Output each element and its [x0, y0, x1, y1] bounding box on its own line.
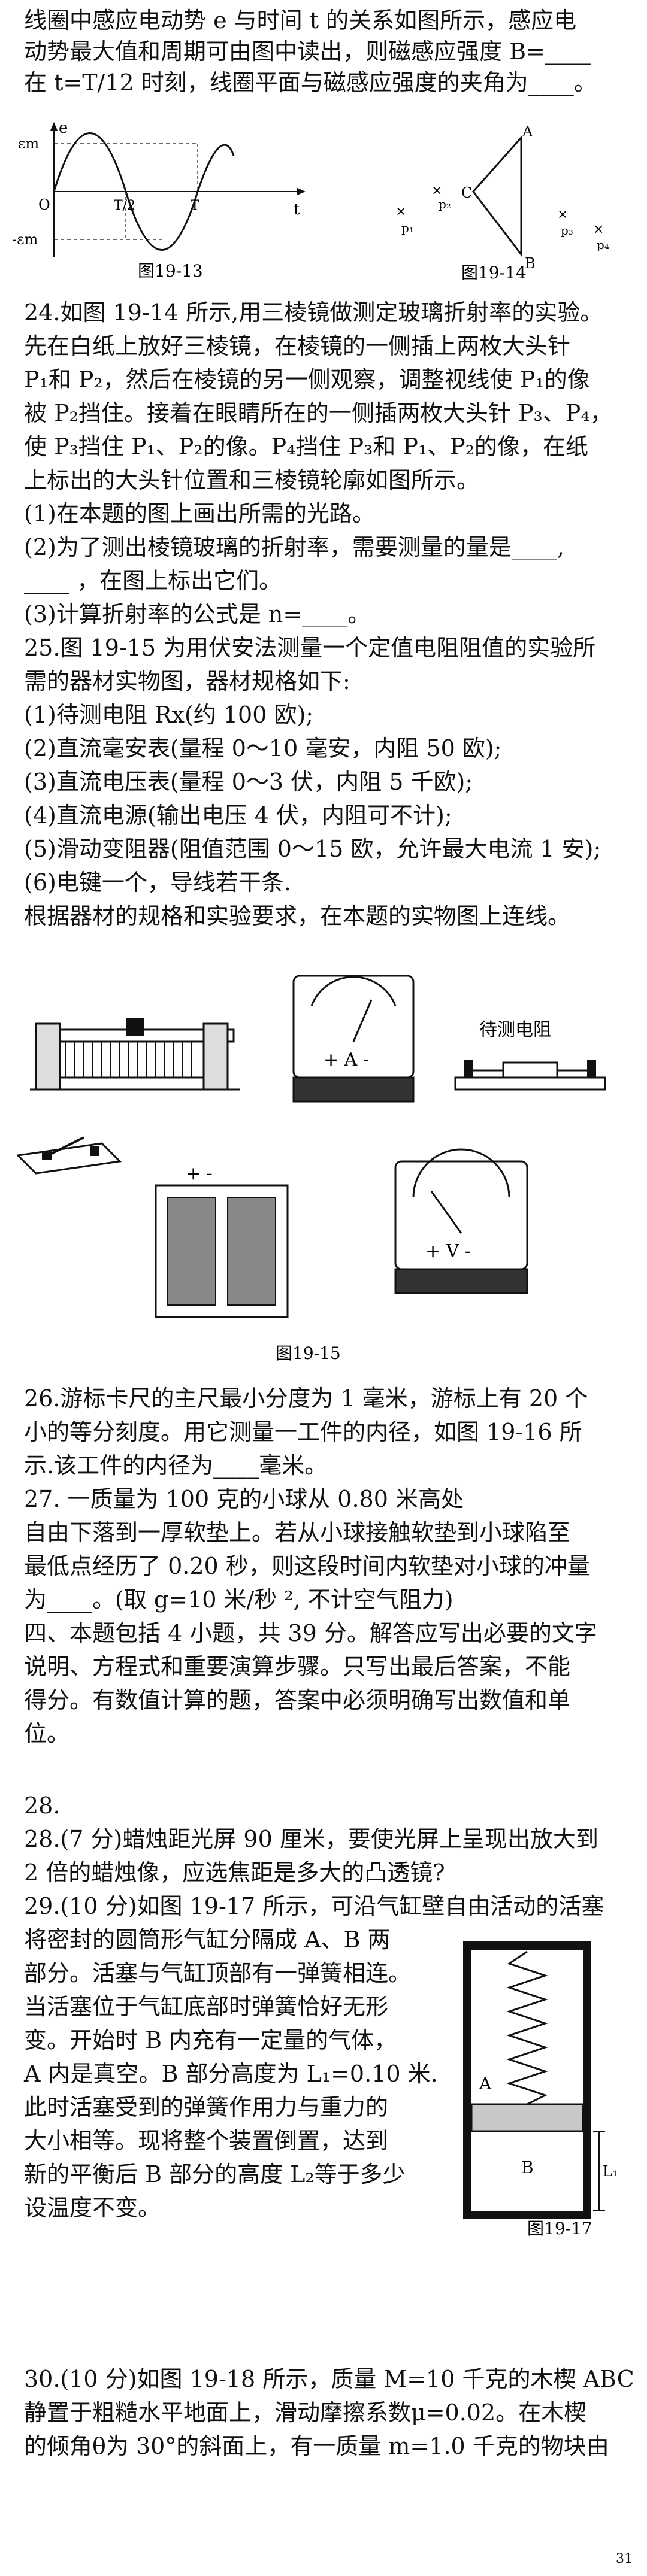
text-line: 28.(7 分)蜡烛距光屏 90 厘米，要使光屏上呈现出放大到 — [24, 1826, 598, 1852]
text-line: 小的等分刻度。用它测量一工件的内径，如图 19-16 所 — [24, 1419, 582, 1445]
pin-mark-1: × — [395, 204, 406, 219]
pin-label-p4: p₄ — [597, 238, 609, 252]
text-line: (1)在本题的图上画出所需的光路。 — [24, 500, 375, 527]
figure-19-17: A B L₁ 图19-17 — [463, 1941, 618, 2238]
resistor-label: 待测电阻 — [479, 1020, 551, 1040]
text-line: 部分。活塞与气缸顶部有一弹簧相连。 — [24, 1960, 412, 1986]
text-line: (2)为了测出棱镜玻璃的折射率，需要测量的量是____, — [24, 534, 564, 560]
ammeter: + A - — [292, 975, 415, 1103]
text-line: ____ ，在图上标出它们。 — [24, 568, 282, 594]
axis-label-e: e — [59, 120, 68, 137]
text-line: (1)待测电阻 Rx(约 100 欧); — [24, 702, 314, 728]
text-line: P₁和 P₂，然后在棱镜的另一侧观察，调整视线使 P₁的像 — [24, 366, 590, 393]
text-line: (2)直流毫安表(量程 0～10 毫安，内阻 50 欧); — [24, 735, 502, 761]
text-line: 上标出的大头针位置和三棱镜轮廓如图所示。 — [24, 467, 480, 493]
text-line: 24.如图 19-14 所示,用三棱镜做测定玻璃折射率的实验。 — [24, 299, 603, 326]
text-line: 2 倍的蜡烛像，应选焦距是多大的凸透镜? — [24, 1859, 445, 1886]
label-em: εm — [18, 135, 39, 152]
text-line: 先在白纸上放好三棱镜，在棱镜的一侧插上两枚大头针 — [24, 333, 571, 359]
pin-mark-4: × — [593, 222, 604, 237]
text-line: (5)滑动变阻器(阻值范围 0～15 欧，允许最大电流 1 安); — [24, 836, 601, 862]
text-line: 示.该工件的内径为____毫米。 — [24, 1452, 328, 1479]
label-b: B — [521, 2158, 534, 2177]
text-line: 根据器材的规格和实验要求，在本题的实物图上连线。 — [24, 903, 571, 929]
label-l1: L₁ — [603, 2163, 618, 2180]
label-t-half: T/2 — [114, 198, 135, 213]
text-line: (6)电键一个，导线若干条. — [24, 869, 291, 896]
text-line: 设温度不变。 — [24, 2195, 161, 2221]
battery: + - — [155, 1163, 289, 1318]
text-line: 27. 一质量为 100 克的小球从 0.80 米高处 — [24, 1486, 464, 1512]
text-line: 的倾角θ为 30°的斜面上，有一质量 m=1.0 千克的物块由 — [24, 2433, 609, 2459]
text-line: 四、本题包括 4 小题，共 39 分。解答应写出必要的文字 — [24, 1620, 597, 1646]
resistor-under-test: 待测电阻 — [454, 1020, 606, 1091]
voltmeter: + V - — [394, 1148, 528, 1294]
figure-19-15: + A - 待测电阻 + - — [16, 975, 606, 1363]
text-line: 最低点经历了 0.20 秒，则这段时间内软垫对小球的冲量 — [24, 1553, 590, 1579]
text-line: (4)直流电源(输出电压 4 伏，内阻可不计); — [24, 802, 452, 829]
text-line: 30.(10 分)如图 19-18 所示，质量 M=10 千克的木楔 ABC — [24, 2366, 634, 2392]
text-line: 静置于粗糙水平地面上，滑动摩擦系数μ=0.02。在木楔 — [24, 2399, 587, 2426]
text-line: 新的平衡后 B 部分的高度 L₂等于多少 — [24, 2161, 406, 2187]
pin-mark-2: × — [431, 183, 442, 198]
text-line: 25.图 19-15 为用伏安法测量一个定值电阻阻值的实验所 — [24, 635, 596, 661]
text-line: 29.(10 分)如图 19-17 所示，可沿气缸壁自由活动的活塞 — [24, 1893, 604, 1919]
caption-19-13: 图19-13 — [138, 261, 203, 281]
text-line: 得分。有数值计算的题，答案中必须明确写出数值和单 — [24, 1687, 571, 1713]
text-line: 位。 — [24, 1721, 70, 1747]
text-line: 在 t=T/12 时刻，线圈平面与磁感应强度的夹角为____。 — [24, 69, 597, 96]
text-line: 使 P₃挡住 P₁、P₂的像。P₄挡住 P₃和 P₁、P₂的像，在纸 — [24, 433, 588, 460]
label-t-full: T — [191, 198, 199, 213]
text-line: A 内是真空。B 部分高度为 L₁=0.10 米. — [24, 2061, 438, 2087]
figure-19-14: A B C × p₁ × p₂ × p₃ × p₄ 图19-14 — [395, 126, 609, 281]
page-number: 31 — [616, 2551, 633, 2566]
caption-19-17: 图19-17 — [527, 2219, 592, 2238]
ammeter-label: + A - — [324, 1049, 369, 1070]
label-origin: O — [38, 196, 50, 213]
text-line: 将密封的圆筒形气缸分隔成 A、B 两 — [24, 1926, 391, 1953]
text-line: 自由下落到一厚软垫上。若从小球接触软垫到小球陷至 — [24, 1519, 571, 1546]
text-line: 28. — [24, 1792, 61, 1819]
text-line: 大小相等。现将整个装置倒置，达到 — [24, 2128, 389, 2154]
text-line: 为____。(取 g=10 米/秒 ², 不计空气阻力) — [24, 1586, 453, 1613]
text-line: 需的器材实物图，器材规格如下: — [24, 668, 350, 694]
pin-label-p2: p₂ — [439, 197, 451, 211]
text-line: 说明、方程式和重要演算步骤。只写出最后答案，不能 — [24, 1653, 571, 1680]
text-line: 当活塞位于气缸底部时弹簧恰好无形 — [24, 1994, 389, 2020]
battery-terminals: + - — [186, 1163, 213, 1184]
text-line: 26.游标卡尺的主尺最小分度为 1 毫米，游标上有 20 个 — [24, 1385, 588, 1412]
caption-19-14: 图19-14 — [461, 263, 527, 281]
rheostat — [30, 1018, 240, 1091]
text-line: 被 P₂挡住。接着在眼睛所在的一侧插两枚大头针 P₃、P₄， — [24, 400, 613, 426]
text-line: 变。开始时 B 内充有一定量的气体， — [24, 2027, 397, 2053]
vertex-b: B — [525, 255, 536, 272]
caption-19-15: 图19-15 — [276, 1343, 341, 1363]
pin-mark-3: × — [557, 207, 568, 222]
vertex-a: A — [522, 126, 533, 140]
text-line: (3)计算折射率的公式是 n=____。 — [24, 601, 371, 627]
pin-label-p1: p₁ — [401, 221, 414, 235]
axis-label-t: t — [294, 201, 300, 219]
label-a: A — [479, 2074, 492, 2093]
text-line: 此时活塞受到的弹簧作用力与重力的 — [24, 2094, 389, 2120]
label-neg-em: -εm — [12, 231, 38, 248]
text-line: 动势最大值和周期可由图中读出，则磁感应强度 B=____ — [24, 38, 591, 65]
switch — [16, 1136, 122, 1175]
text-line: (3)直流电压表(量程 0～3 伏，内阻 5 千欧); — [24, 769, 473, 795]
vertex-c: C — [461, 184, 472, 201]
text-line: 线圈中感应电动势 e 与时间 t 的关系如图所示，感应电 — [24, 7, 577, 34]
voltmeter-label: + V - — [425, 1241, 471, 1262]
figure-19-13: e t εm -εm O T/2 T 图19-13 — [12, 120, 306, 281]
pin-label-p3: p₃ — [561, 223, 573, 238]
